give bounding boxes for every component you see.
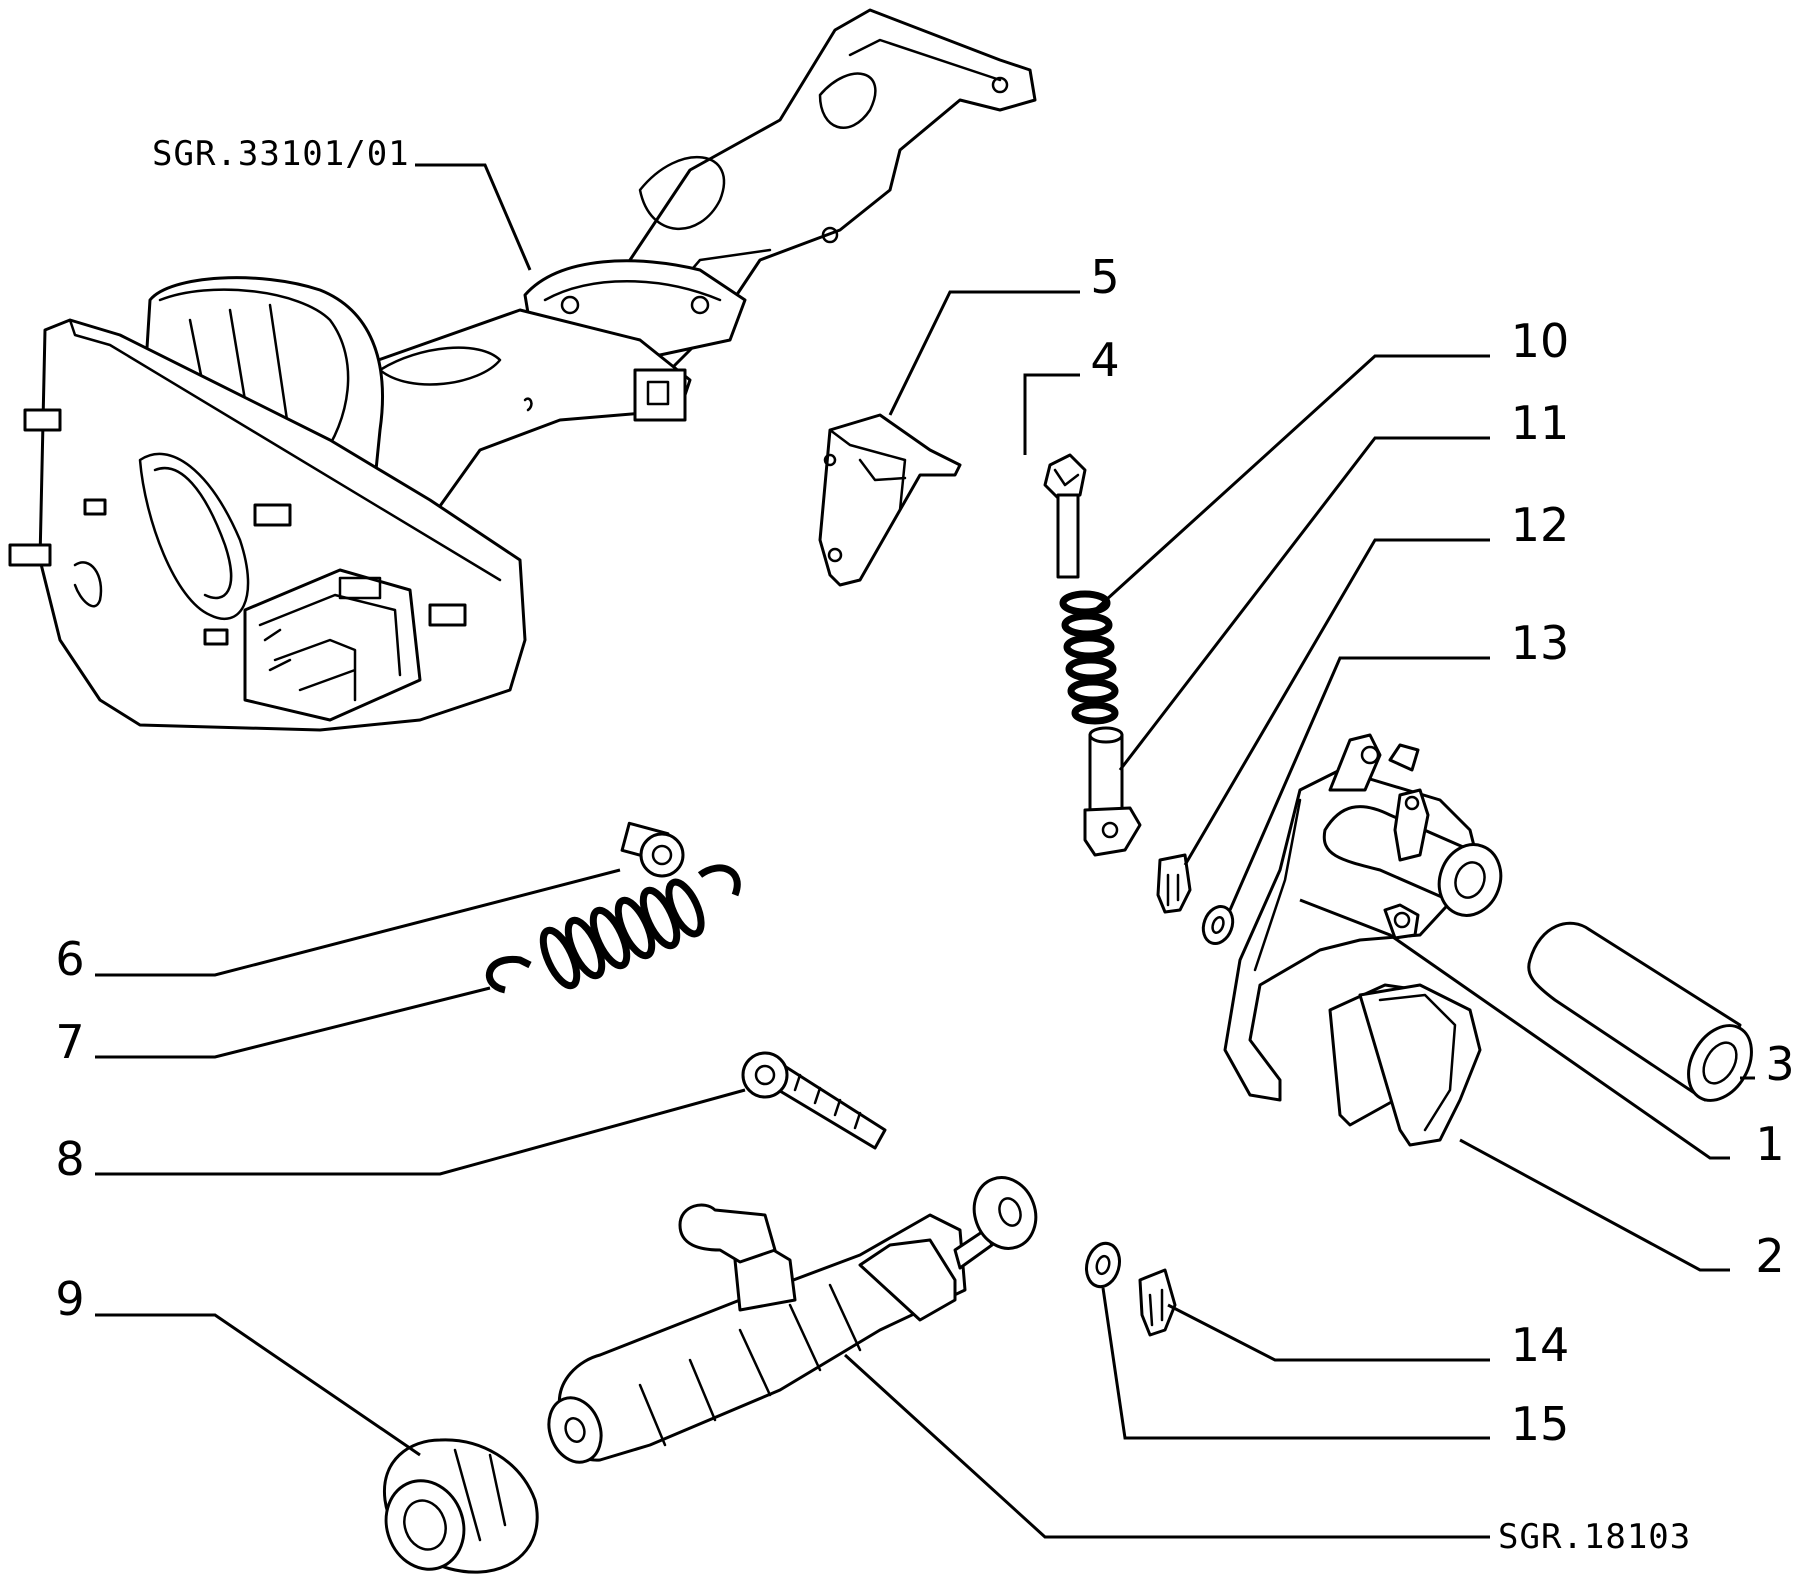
reference-lower: SGR.18103 bbox=[1498, 1517, 1691, 1557]
part-9-boot bbox=[382, 1438, 539, 1574]
callout-11: 11 bbox=[1511, 396, 1570, 450]
callout-6: 6 bbox=[55, 932, 84, 986]
callout-7: 7 bbox=[55, 1015, 84, 1069]
part-13-washer bbox=[1201, 905, 1235, 945]
part-5-bracket bbox=[818, 413, 962, 587]
part-10-spring bbox=[1059, 590, 1119, 725]
part-11-bushing bbox=[1083, 726, 1142, 857]
part-14-clip bbox=[1138, 1268, 1177, 1337]
callout-14: 14 bbox=[1511, 1318, 1570, 1372]
callout-8: 8 bbox=[55, 1132, 84, 1186]
part-12-clip bbox=[1156, 853, 1192, 914]
pedal-support-bracket bbox=[8, 8, 1037, 732]
part-8-screw bbox=[741, 1051, 887, 1150]
callout-10: 10 bbox=[1511, 314, 1570, 368]
part-3-tube bbox=[1527, 921, 1753, 1102]
part-6-pin bbox=[620, 821, 685, 878]
part-1-pedal-lever bbox=[1223, 733, 1503, 1102]
part-15-washer bbox=[1085, 1241, 1121, 1289]
callout-5: 5 bbox=[1090, 250, 1119, 304]
leader-lines bbox=[95, 163, 1755, 1539]
callout-2: 2 bbox=[1755, 1229, 1784, 1283]
clutch-master-cylinder bbox=[547, 1176, 1038, 1464]
callout-15: 15 bbox=[1511, 1397, 1570, 1451]
part-2-pedal-pad bbox=[1328, 983, 1482, 1147]
part-7-spring bbox=[485, 864, 741, 994]
callout-4: 4 bbox=[1090, 333, 1119, 387]
callout-12: 12 bbox=[1511, 498, 1570, 552]
callout-3: 3 bbox=[1765, 1037, 1794, 1091]
callout-9: 9 bbox=[55, 1272, 84, 1326]
part-4-pin bbox=[1043, 453, 1087, 579]
callout-13: 13 bbox=[1511, 616, 1570, 670]
reference-upper: SGR.33101/01 bbox=[152, 134, 410, 174]
callout-1: 1 bbox=[1755, 1117, 1784, 1171]
